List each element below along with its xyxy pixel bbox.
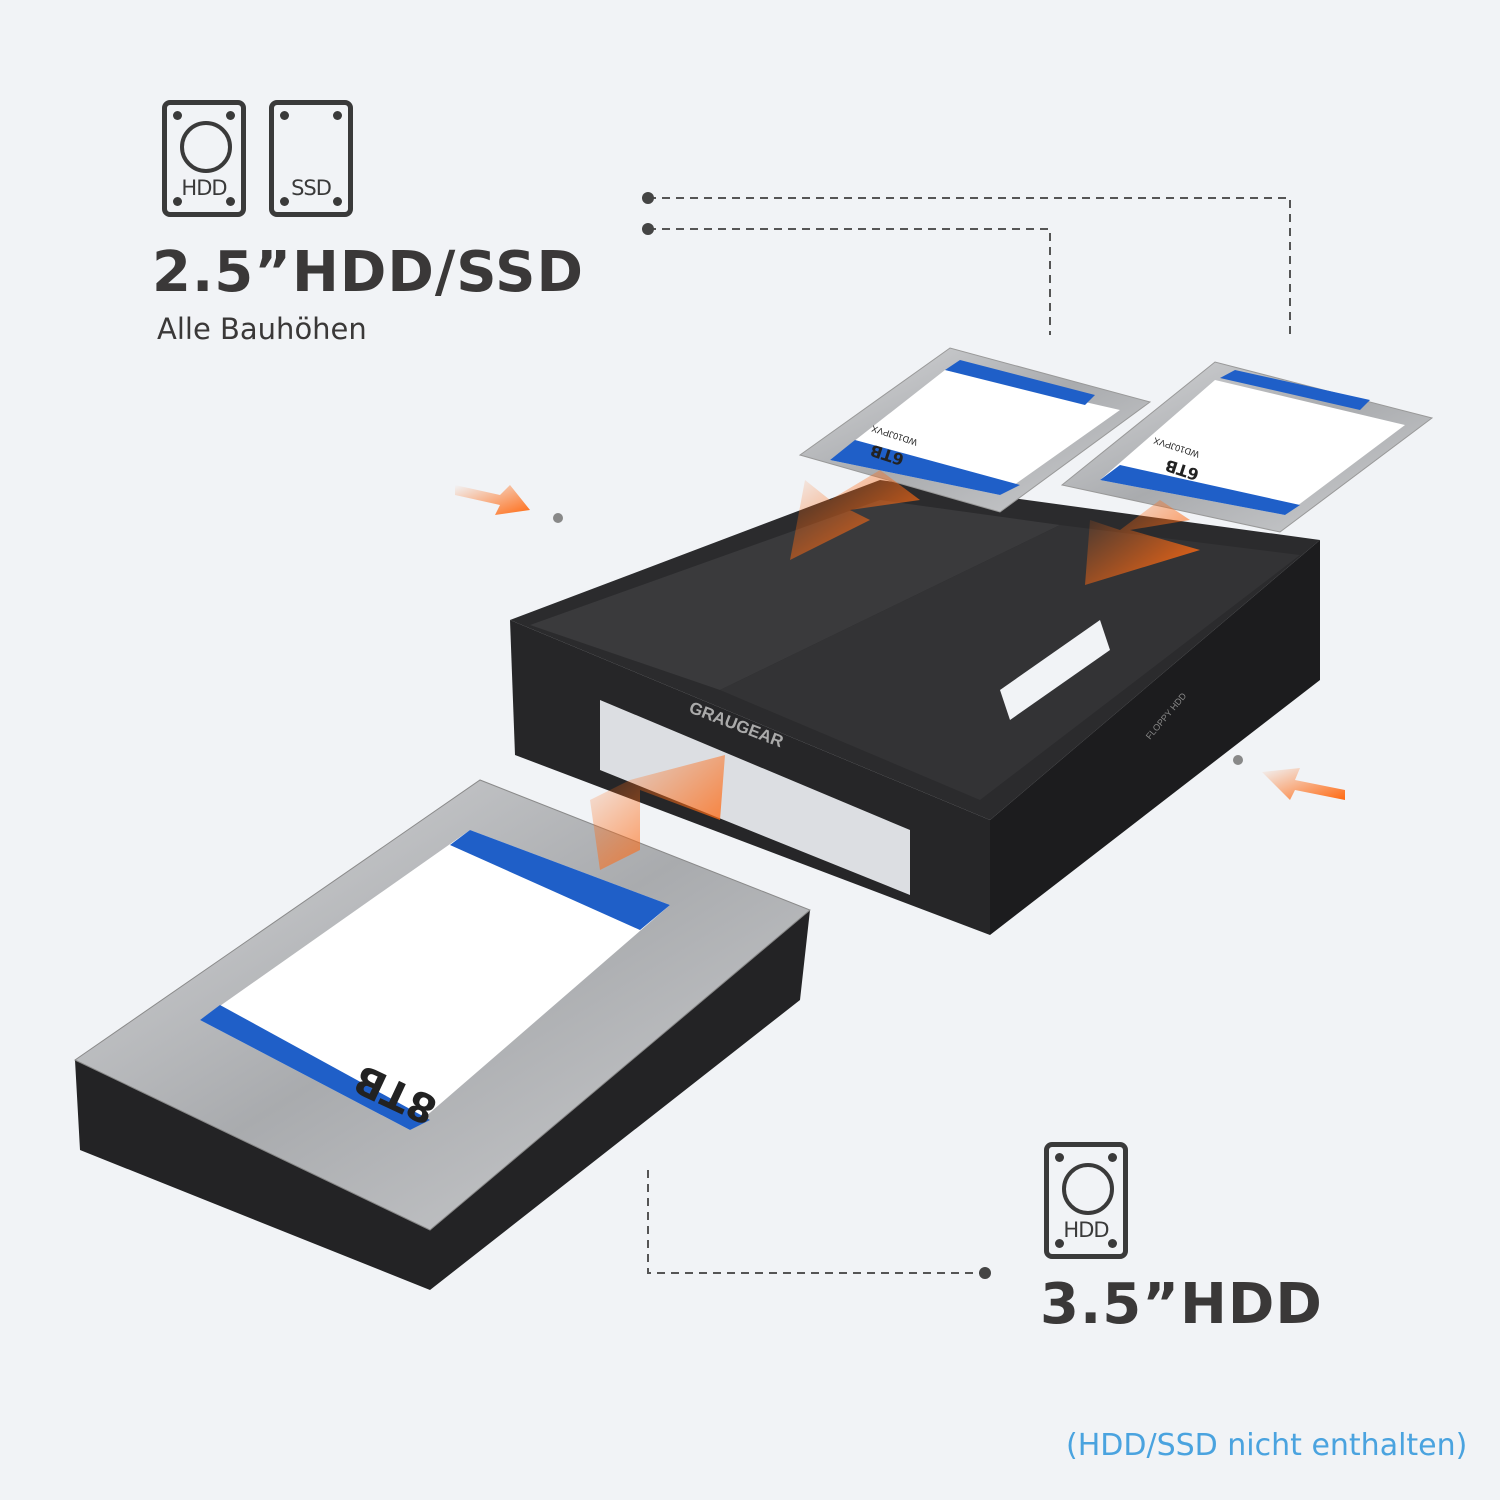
- screw-icon: [553, 513, 563, 523]
- leader-dot: [642, 192, 654, 204]
- footnote-not-included: (HDD/SSD nicht enthalten): [1066, 1428, 1468, 1463]
- drive-bracket: [510, 480, 1320, 935]
- small-drive-2: [1060, 361, 1434, 533]
- title-3-5-hdd: 3.5”HDD: [1040, 1272, 1323, 1337]
- title-2-5-hdd-ssd: 2.5”HDD/SSD: [152, 240, 584, 305]
- hdd-icon-label: HDD: [1063, 1218, 1109, 1242]
- insert-arrows: [455, 470, 1345, 870]
- screw-icon: [1233, 755, 1243, 765]
- hdd-icon: HDD: [1044, 1142, 1128, 1259]
- large-drive: [74, 779, 811, 1290]
- ssd-icon-label: SSD: [291, 176, 332, 200]
- leader-dot: [979, 1267, 991, 1279]
- small-drive-1: [798, 347, 1152, 513]
- leader-lines: [647, 197, 1291, 1274]
- leader-dot: [642, 223, 654, 235]
- hdd-icon: HDD: [162, 100, 246, 217]
- ssd-icon: SSD: [269, 100, 353, 217]
- subtitle-all-heights: Alle Bauhöhen: [157, 312, 367, 346]
- hdd-icon-label: HDD: [181, 176, 227, 200]
